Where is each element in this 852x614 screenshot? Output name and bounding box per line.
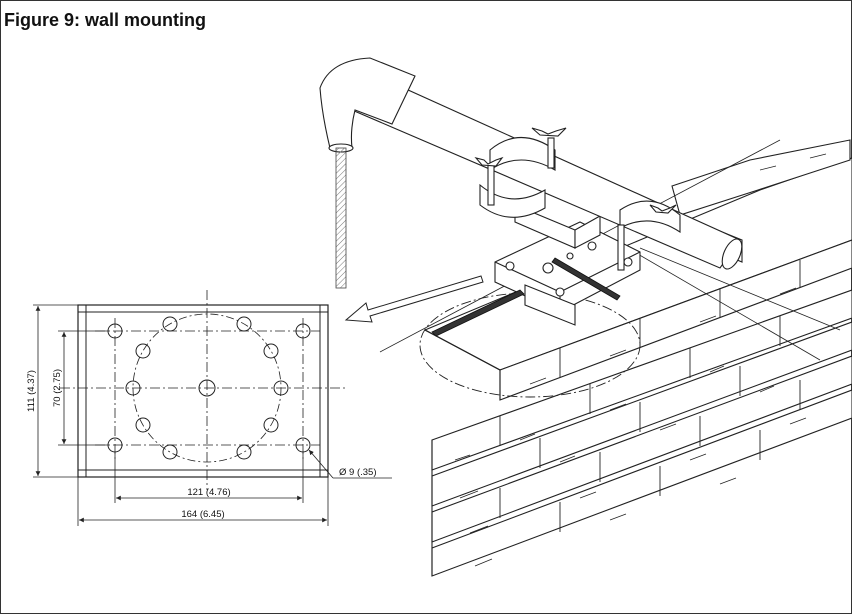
dimension-height-outer bbox=[33, 304, 78, 478]
bolt-circle bbox=[132, 313, 282, 463]
dimension-width-holes bbox=[114, 452, 304, 503]
safety-chain bbox=[431, 257, 621, 337]
brick-wall bbox=[423, 139, 852, 577]
upright-bracket bbox=[514, 204, 601, 249]
detail-arrow bbox=[344, 275, 484, 323]
label-height-holes: 70 (2.75) bbox=[52, 369, 63, 407]
figure-title: Figure 9: wall mounting bbox=[4, 10, 206, 30]
cable bbox=[335, 147, 347, 289]
plate-outline bbox=[77, 304, 329, 478]
pipe-elbow bbox=[319, 57, 416, 153]
label-hole-diameter: Ø 9 (.35) bbox=[339, 467, 377, 478]
dimension-height-holes bbox=[58, 330, 108, 446]
label-width-holes: 121 (4.76) bbox=[187, 487, 230, 498]
pipe-clamps bbox=[474, 127, 681, 271]
dimension-hole-leader bbox=[308, 449, 392, 479]
dimension-width-outer bbox=[77, 477, 329, 526]
label-height-outer: 111 (4.37) bbox=[26, 370, 37, 412]
installation-illustration bbox=[319, 57, 852, 577]
center-lines bbox=[60, 290, 345, 490]
mounting-plate-drawing bbox=[33, 290, 392, 526]
label-width-outer: 164 (6.45) bbox=[181, 509, 224, 520]
detail-ellipse bbox=[419, 292, 641, 398]
